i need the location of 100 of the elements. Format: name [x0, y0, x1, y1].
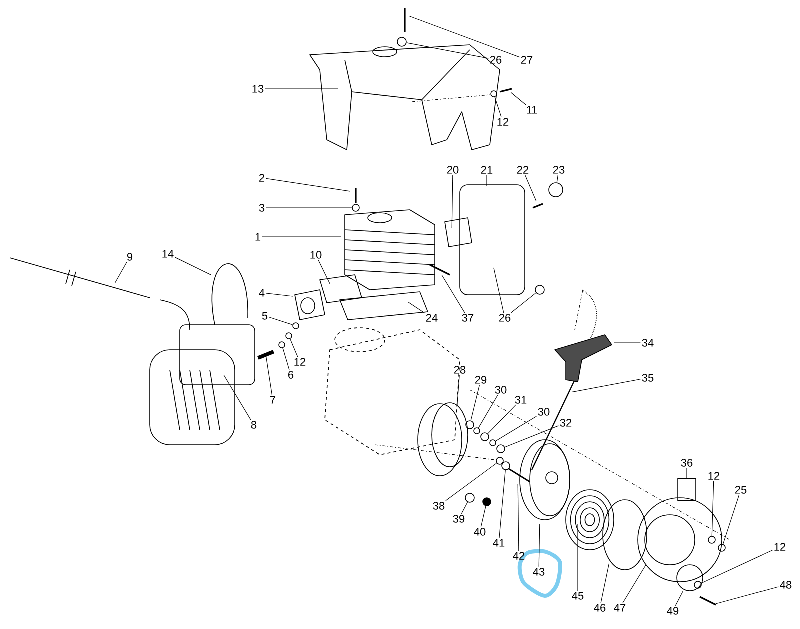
washer — [278, 342, 286, 348]
leader-line — [538, 524, 540, 568]
washer — [474, 428, 480, 434]
callout-number: 30 — [495, 386, 507, 394]
washer — [397, 37, 407, 47]
callout-number: 48 — [780, 581, 792, 589]
callout-number: 25 — [735, 486, 747, 494]
callout-number: 40 — [474, 528, 486, 536]
leader-line — [488, 404, 516, 434]
leader-line — [494, 268, 504, 314]
cap — [548, 182, 564, 198]
callout-number: 26 — [499, 314, 511, 322]
callout-number: 11 — [527, 106, 538, 114]
leader-line — [457, 374, 460, 406]
leader-line — [452, 174, 454, 228]
leader-line — [446, 463, 498, 502]
washer — [292, 322, 300, 330]
leader-line — [409, 16, 520, 58]
leader-line — [622, 565, 646, 604]
callout-number: 27 — [521, 56, 533, 64]
callout-number: 42 — [513, 552, 525, 560]
callout-number: 31 — [515, 396, 527, 404]
leader-line — [408, 302, 425, 314]
callout-number: 9 — [127, 253, 133, 261]
leader-line — [175, 257, 212, 276]
leader-line — [572, 379, 641, 393]
leader-line — [265, 88, 338, 90]
washer — [496, 457, 504, 465]
leader-line — [262, 236, 342, 238]
washer — [490, 440, 496, 446]
leader-line — [290, 338, 298, 358]
leader-line — [722, 494, 740, 545]
leader-line — [716, 586, 779, 604]
callout-number: 6 — [288, 371, 294, 379]
leader-line — [266, 178, 350, 192]
leader-line — [675, 591, 684, 606]
leader-line — [511, 292, 536, 314]
callout-number: 14 — [162, 250, 174, 258]
callout-number: 30 — [538, 408, 550, 416]
callout-number: 32 — [560, 419, 572, 427]
callout-number: 39 — [453, 515, 465, 523]
callout-number: 36 — [681, 459, 693, 467]
callout-number: 28 — [454, 366, 466, 374]
callout-number: 23 — [553, 166, 565, 174]
leader-line — [499, 470, 506, 538]
leader-line — [556, 174, 559, 183]
nut — [708, 536, 716, 544]
washer — [535, 285, 545, 295]
callout-number: 8 — [251, 421, 257, 429]
callout-number: 12 — [774, 543, 786, 551]
bushing — [678, 478, 696, 502]
leader-line — [712, 480, 714, 536]
leader-line — [318, 260, 331, 285]
callout-number: 20 — [447, 166, 459, 174]
callout-number: 34 — [642, 339, 654, 347]
callout-number: 4 — [259, 289, 265, 297]
leader-line — [282, 348, 290, 370]
leader-line — [614, 342, 641, 344]
callout-number: 13 — [252, 85, 264, 93]
callout-number: 3 — [259, 204, 265, 212]
callout-number: 41 — [493, 539, 505, 547]
leader-line — [224, 375, 252, 420]
callout-number: 2 — [260, 174, 265, 182]
callout-number: 1 — [256, 233, 261, 241]
leader-line — [470, 384, 480, 422]
leader-line — [518, 484, 520, 552]
callout-number: 12 — [498, 118, 509, 126]
callout-number: 24 — [426, 314, 438, 322]
callout-number: 47 — [614, 604, 626, 612]
leader-line — [461, 502, 468, 514]
callout-number: 26 — [490, 56, 502, 64]
nut — [496, 444, 506, 454]
nut — [694, 581, 702, 589]
callout-number: 12 — [708, 472, 720, 480]
nut — [482, 498, 492, 506]
leader-line — [701, 550, 773, 584]
callout-number: 21 — [481, 166, 493, 174]
leader-line — [486, 174, 488, 186]
washer — [465, 493, 475, 503]
nut — [718, 544, 726, 552]
leader-line — [114, 262, 128, 284]
leader-line — [504, 426, 559, 448]
callout-number: 29 — [475, 376, 487, 384]
leader-line — [524, 174, 537, 202]
callout-number: 35 — [642, 374, 654, 382]
callout-number: 22 — [517, 166, 529, 174]
callout-number: 38 — [433, 502, 445, 510]
leader-line — [478, 394, 498, 428]
leader-line — [268, 317, 294, 326]
callout-number: 45 — [572, 592, 584, 600]
callout-number: 43 — [533, 568, 545, 576]
washer — [352, 204, 360, 212]
leader-line — [406, 42, 489, 59]
leader-line — [442, 275, 466, 314]
leader-line — [494, 96, 502, 118]
callout-number: 10 — [310, 251, 322, 259]
washer — [286, 332, 292, 340]
leader-line — [510, 92, 526, 106]
leader-line — [266, 293, 294, 297]
leader-line — [496, 416, 537, 442]
